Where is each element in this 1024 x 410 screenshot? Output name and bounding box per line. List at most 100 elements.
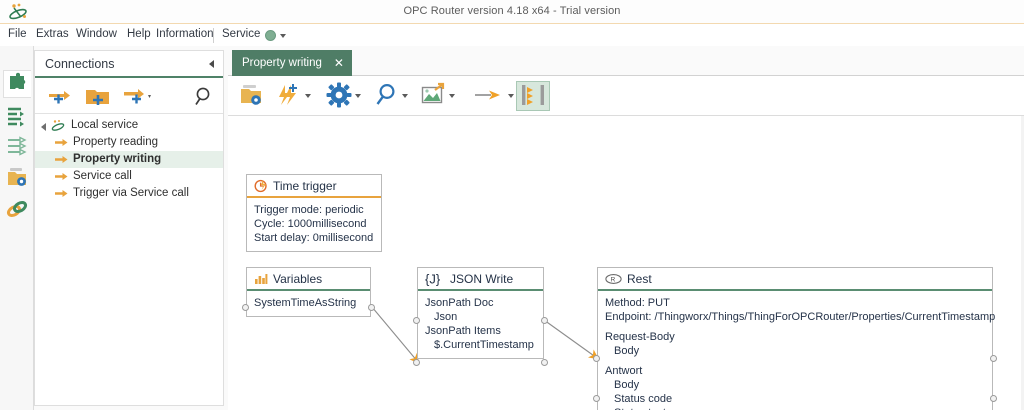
menu-file[interactable]: File — [8, 28, 27, 40]
link-jsonwrite-to-rest[interactable] — [543, 319, 599, 360]
menu-service[interactable]: Service — [222, 28, 261, 40]
node-input-port[interactable] — [413, 359, 420, 366]
node-output-port[interactable] — [990, 395, 997, 402]
rail-item-settings[interactable] — [3, 164, 31, 192]
menu-window[interactable]: Window — [76, 28, 117, 40]
node-detail-line: Start delay: 0millisecond — [254, 232, 374, 244]
connection-properties-button[interactable] — [238, 81, 264, 111]
triggers-button[interactable] — [276, 81, 311, 111]
rail-item-templates[interactable] — [3, 134, 31, 162]
svg-text:{J}: {J} — [425, 272, 441, 286]
puzzle-piece-icon — [7, 72, 29, 97]
node-header: Time trigger — [247, 175, 381, 198]
node-input-port[interactable] — [593, 395, 600, 402]
node-detail-line: Request-Body — [605, 331, 675, 343]
tree-item-label: Property writing — [73, 153, 162, 165]
chevron-down-icon[interactable] — [355, 94, 361, 98]
tree-item-property-writing[interactable]: Property writing — [35, 151, 223, 168]
layout-button[interactable] — [516, 81, 550, 111]
node-title: Rest — [627, 271, 652, 286]
zoom-button[interactable] — [373, 81, 408, 111]
rail-item-links[interactable] — [3, 196, 31, 224]
node-output-port[interactable] — [368, 304, 375, 311]
chevron-down-icon[interactable] — [305, 94, 311, 98]
variables-bars-icon — [254, 272, 268, 285]
link-variables-to-jsonwrite[interactable] — [371, 306, 420, 364]
plugins-button[interactable] — [326, 81, 361, 111]
rest-cloud-icon: R — [605, 272, 622, 285]
node-output-port[interactable] — [541, 359, 548, 366]
clock-trigger-icon — [254, 179, 268, 193]
connections-title: Connections — [45, 57, 115, 71]
tree-root-label: Local service — [71, 119, 139, 131]
tree-item-label: Service call — [73, 170, 132, 182]
rail-item-connections[interactable] — [3, 103, 31, 131]
chevron-down-icon[interactable] — [449, 94, 455, 98]
connections-panel: Connections — [34, 50, 224, 406]
search-connections-button[interactable] — [190, 84, 220, 110]
node-port-label: Json — [434, 311, 458, 323]
local-service-icon — [51, 120, 65, 131]
chevron-down-icon[interactable] — [280, 34, 286, 38]
gear-icon — [326, 82, 352, 111]
node-port-label: Status code — [614, 393, 673, 405]
tree-item-property-reading[interactable]: Property reading — [35, 134, 223, 151]
node-port-label: $.CurrentTimestamp — [434, 339, 534, 351]
connector-arrow-icon — [473, 82, 505, 111]
connections-toolbar — [35, 80, 223, 114]
node-output-port[interactable] — [541, 317, 548, 324]
node-title: Time trigger — [273, 178, 337, 193]
arrow-right-icon — [55, 190, 68, 197]
node-output-port[interactable] — [990, 355, 997, 362]
collapse-left-icon[interactable] — [209, 60, 214, 68]
svg-text:R: R — [611, 277, 616, 284]
node-detail-line: Trigger mode: periodic — [254, 204, 364, 216]
close-icon[interactable]: ✕ — [333, 56, 344, 70]
json-braces-icon: {J} — [425, 272, 445, 286]
connections-header: Connections — [35, 51, 223, 78]
node-detail-line: Cycle: 1000millisecond — [254, 218, 367, 230]
menu-separator — [213, 28, 214, 43]
expand-arrow-icon[interactable] — [41, 123, 46, 131]
arrow-outline-icon — [6, 135, 28, 161]
connector-button[interactable] — [473, 81, 514, 111]
node-input-port[interactable] — [413, 317, 420, 324]
node-detail-line: Endpoint: /Thingworx/Things/ThingForOPCR… — [605, 311, 996, 323]
canvas-scroll-edge[interactable] — [1021, 116, 1024, 410]
tree-root-local-service[interactable]: Local service — [35, 117, 223, 134]
export-image-button[interactable] — [420, 81, 455, 111]
menu-help[interactable]: Help — [127, 28, 151, 40]
tree-item-trigger-via-service-call[interactable]: Trigger via Service call — [35, 185, 223, 202]
menu-extras[interactable]: Extras — [36, 28, 69, 40]
node-header: {J}JSON Write — [418, 268, 543, 291]
menu-information[interactable]: Information — [156, 28, 214, 40]
arrow-right-icon — [55, 173, 68, 180]
title-bar: OPC Router version 4.18 x64 - Trial vers… — [0, 0, 1024, 24]
chevron-down-icon[interactable] — [508, 94, 514, 98]
tree-item-label: Property reading — [73, 136, 159, 148]
new-connection-from-template[interactable] — [121, 84, 161, 110]
rail-item-plugins[interactable] — [3, 70, 31, 98]
new-connection-group-button[interactable] — [83, 84, 113, 110]
chevron-down-icon[interactable] — [402, 94, 408, 98]
node-input-port[interactable] — [242, 304, 249, 311]
tab-property-writing[interactable]: Property writing ✕ — [232, 50, 352, 76]
node-input-port[interactable] — [593, 355, 600, 362]
node-header: R Rest — [598, 268, 992, 291]
tab-label: Property writing — [242, 57, 322, 69]
new-connection-button[interactable] — [45, 84, 75, 110]
image-export-icon — [420, 82, 446, 111]
folder-gear-icon — [6, 166, 28, 191]
folder-gear-icon — [238, 82, 264, 111]
search-icon — [195, 87, 210, 105]
tree-item-service-call[interactable]: Service call — [35, 168, 223, 185]
